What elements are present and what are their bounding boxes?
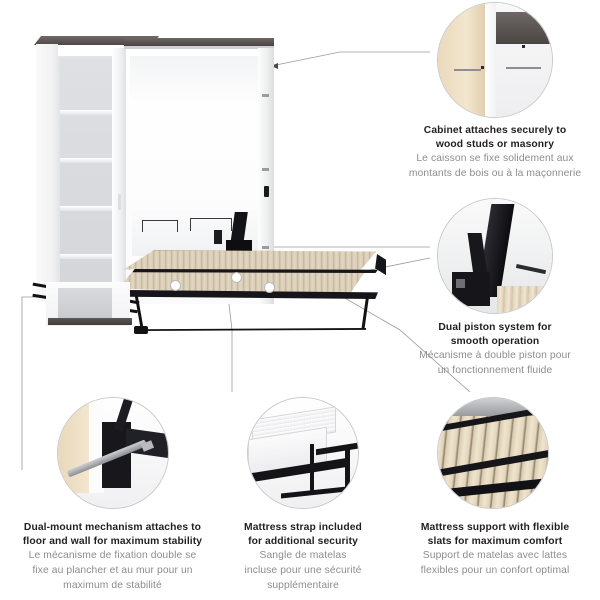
callout-en-line: for additional security [248,535,358,547]
dark-wood-top [496,12,552,45]
deck-center-bar [132,269,378,273]
callout-dual-mount: Dual-mount mechanism attaches to floor a… [5,521,220,592]
slats [497,285,552,313]
callout-fr-line: Le mécanisme de fixation double se [28,550,197,562]
white-wall [88,398,105,493]
cabinet-inner-top [130,56,270,100]
mattress-strap-photo [247,397,359,509]
frame-edge [438,477,548,500]
callout-en-line: floor and wall for maximum stability [22,535,203,547]
bookcase-shelf [60,206,112,211]
bookcase-shelf [60,110,112,115]
callout-fr-line: Le caisson se fixe solidement aux [416,153,574,165]
cabinet-side-edge [484,3,497,117]
callout-en-line: Dual piston system for [438,322,552,333]
cabinet-latch [264,186,269,197]
deck-front-edge [120,290,378,299]
wood-stud [438,3,486,117]
callout-dual-piston: Dual piston system for smooth operation … [392,321,598,378]
callout-mattress-support: Mattress support with flexible slats for… [392,521,598,578]
dual-mount-bracket-photo [57,397,169,509]
bookcase-back-panel [60,58,112,300]
frame-foot-bar [281,486,347,499]
screw-head [522,45,526,49]
wood-wall [58,398,91,493]
callout-en-line: wood studs or masonry [435,138,555,150]
callout-marker-frame [170,280,181,291]
callout-fr-line: flexibles pour un confort optimal [420,565,570,577]
piston-base [226,240,252,252]
bolt [456,278,466,288]
callout-en-line: Dual-mount mechanism attaches to [23,522,202,533]
callout-en-line: slats for maximum comfort [427,535,563,547]
cabinet-right-panel [258,48,274,304]
hardware-bracket [262,94,269,97]
bookcase-shelf [60,158,112,163]
hardware-bracket [262,246,269,249]
strap-vertical [309,444,314,493]
callout-en-line: Mattress support with flexible [420,522,570,533]
deck-right-edge [375,254,386,276]
cabinet-top-edge [124,46,274,49]
base-cabinet-wood-trim [48,318,132,325]
base-cabinet-cavity [58,288,112,318]
floor [58,490,168,508]
bookcase-right-panel [112,48,126,304]
callout-en-line: Cabinet attaches securely to [423,125,567,136]
callout-fr-line: supplémentaire [267,579,339,591]
cabinet-wall-attachment-photo [437,2,553,118]
callout-fr-line: fixe au plancher et au mur pour un [32,565,193,577]
headboard-rail [190,218,232,231]
callout-fr-line: incluse pour une sécurité [244,565,362,577]
deck-foot-bar [138,328,366,331]
callout-en-line: Mattress strap included [244,522,362,533]
piston-bracket [214,230,222,244]
callout-fr-line: maximum de stabilité [63,579,162,591]
deck-leg-right [361,294,370,328]
fastener-line [453,69,482,72]
headboard-rail [142,220,178,232]
flexible-slats-photo [437,397,549,509]
deck-foot-pad [134,326,148,334]
callout-cabinet-attachment: Cabinet attaches securely to wood studs … [390,124,600,181]
bookcase-left-panel [36,44,58,302]
callout-en-line: smooth operation [450,335,540,347]
piston-mount-plate [451,271,491,307]
callout-fr-line: Mécanisme à double piston pour [419,350,571,362]
slat-support-rail [438,448,548,478]
fastener-line [506,66,541,69]
frame-leg [344,448,350,493]
bookcase-door-handle [118,194,121,210]
bed-deck [32,248,390,334]
dual-piston-photo [437,198,553,314]
callout-fr-line: Sangle de matelas [259,550,347,562]
hardware-bracket [262,168,269,171]
callout-mattress-strap: Mattress strap included for additional s… [228,521,378,592]
bookcase-shelf [60,254,112,259]
callout-marker-piston [264,282,275,293]
cabinet-top-wood [124,38,274,46]
callout-fr-line: montants de bois ou à la maçonnerie [408,168,582,180]
screw-head [481,65,485,69]
callout-marker-slats [231,272,242,283]
product-illustration [18,34,398,334]
callout-fr-line: un fonctionnement fluide [437,365,553,377]
callout-fr-line: Support de matelas avec lattes [422,550,568,562]
